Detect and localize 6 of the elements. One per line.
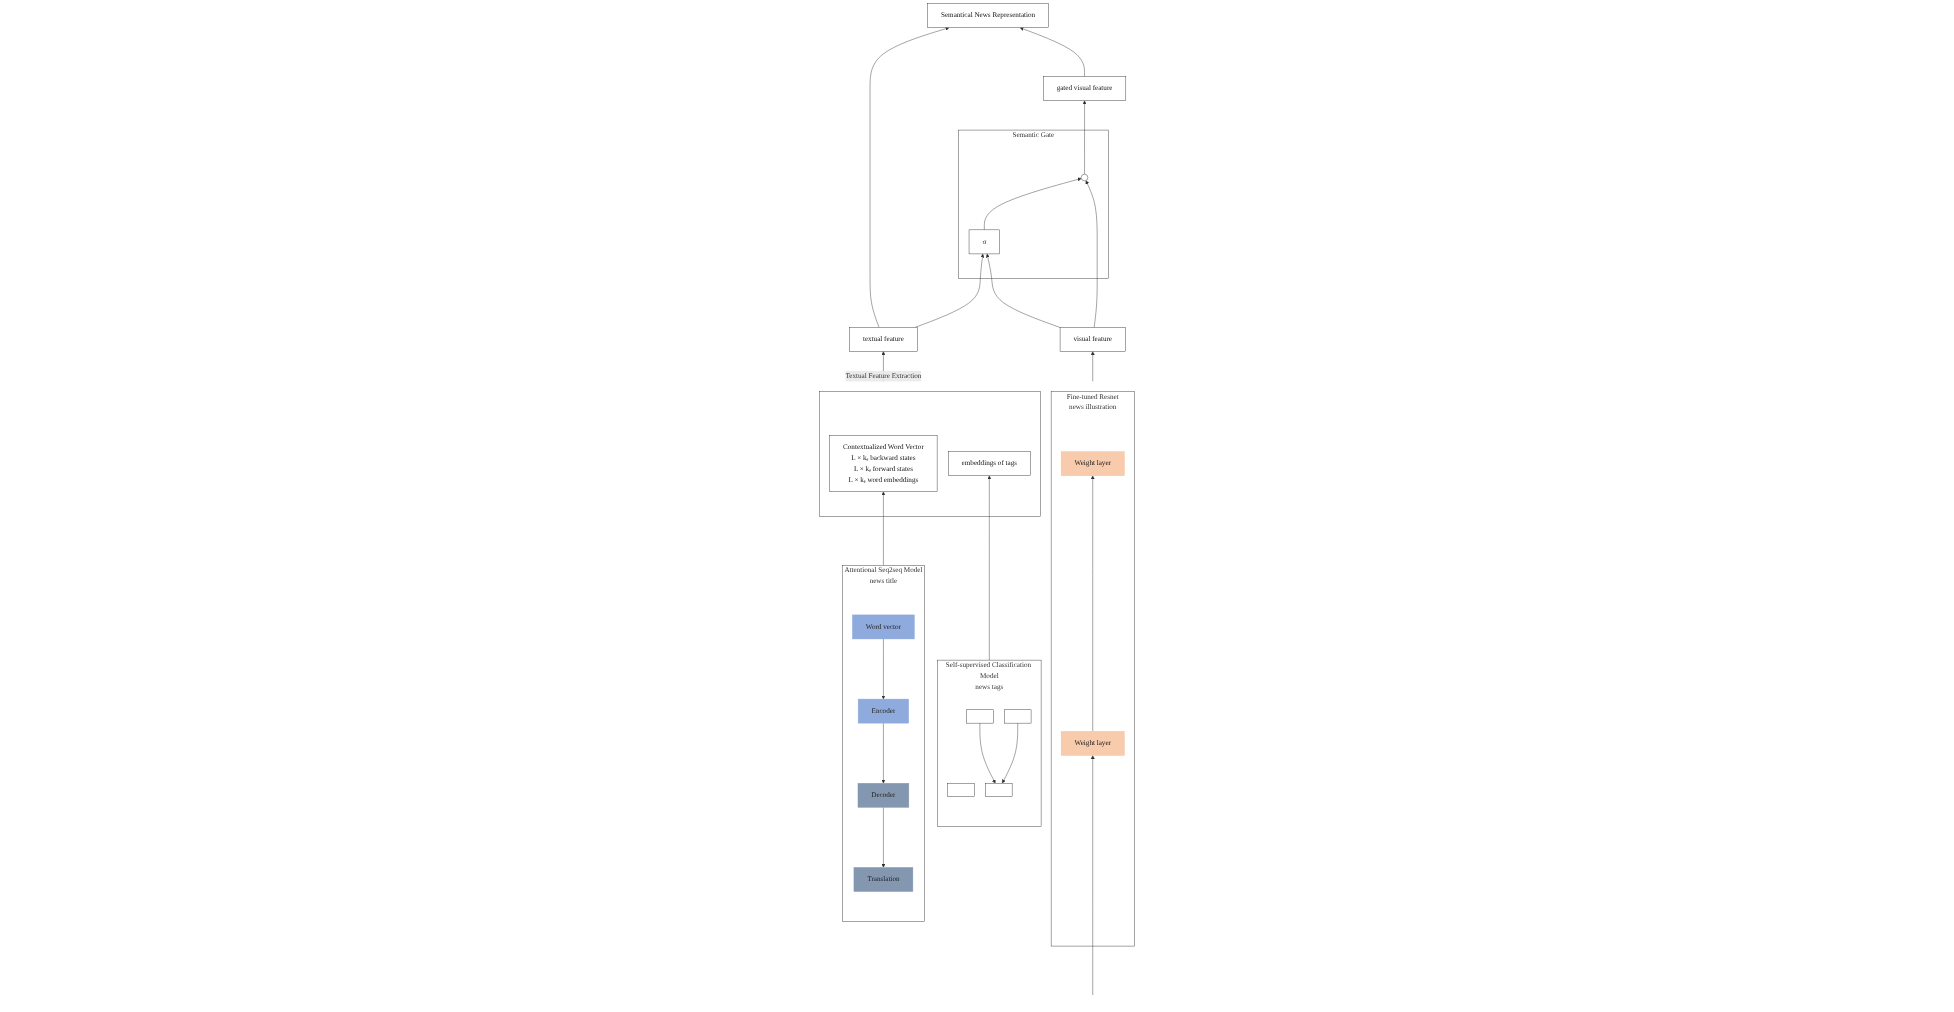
node-box <box>947 783 975 797</box>
node-circle <box>1080 173 1089 182</box>
node-box <box>966 709 994 724</box>
node-box <box>1004 709 1032 724</box>
cluster <box>819 391 1041 517</box>
node-box <box>985 783 1013 797</box>
